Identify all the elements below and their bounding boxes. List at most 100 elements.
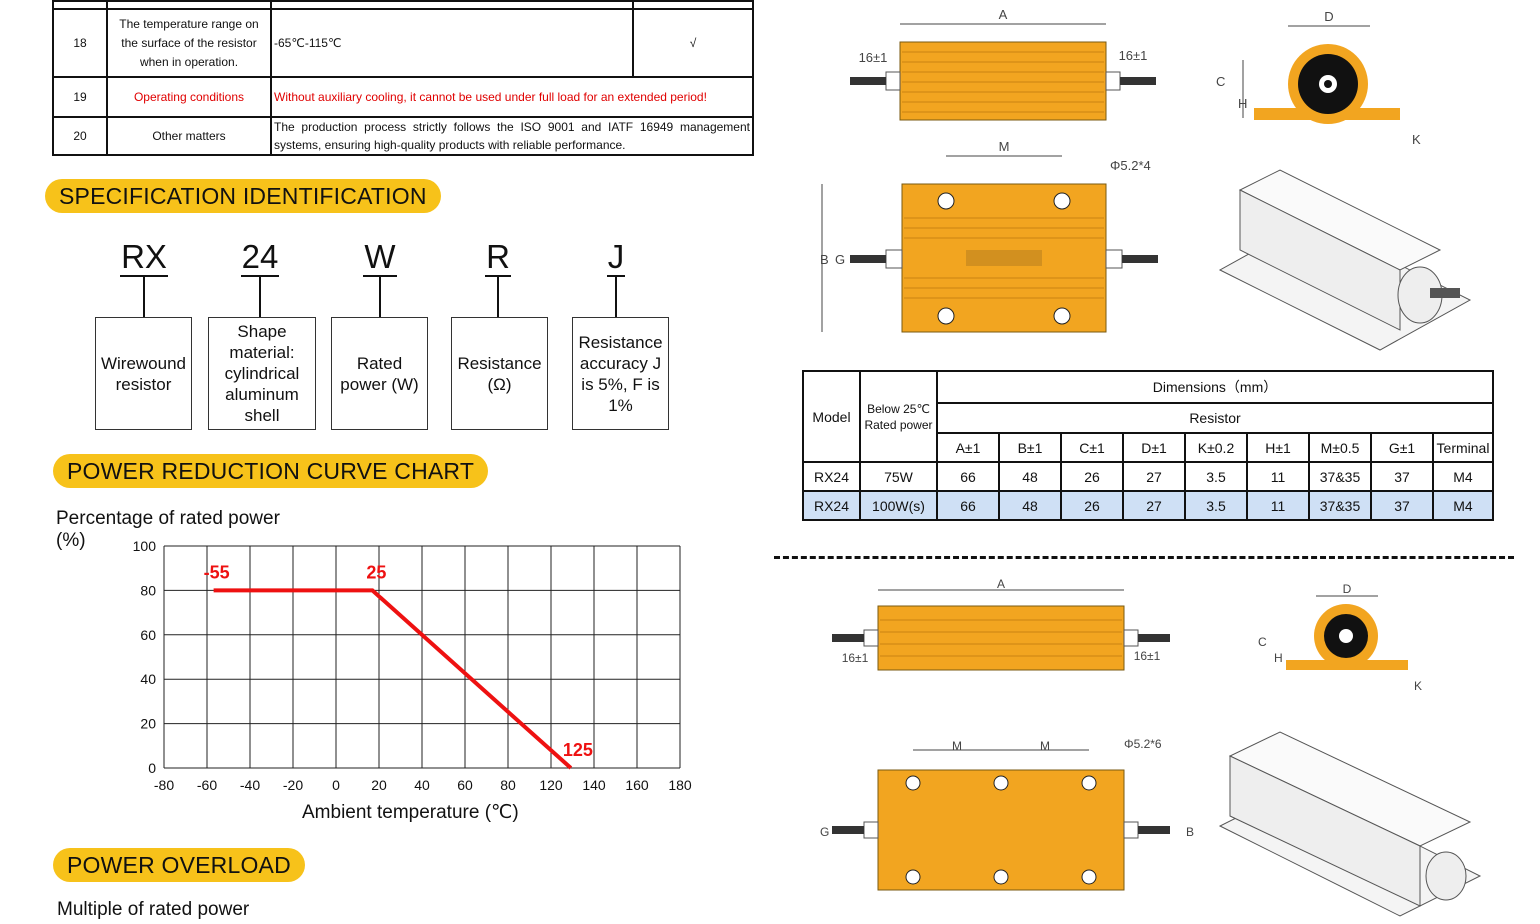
table-row: RX24 100W(s) 66 48 26 27 3.5 11 37&35 37… <box>802 490 1494 521</box>
resistor-side-view: A 16±1 16±1 <box>832 577 1170 671</box>
cell-value: M4 <box>1432 461 1494 492</box>
table-row: 18 The temperature range on the surface … <box>52 8 754 78</box>
overload-y-axis-label: Multiple of rated power <box>57 899 250 920</box>
cell-value: 3.5 <box>1184 490 1248 521</box>
cell-value: 37 <box>1370 461 1434 492</box>
dim-label: G <box>835 252 845 267</box>
cell-value: M4 <box>1432 490 1494 521</box>
x-tick-label: -40 <box>240 777 260 793</box>
dim-label: 16±1 <box>859 50 888 65</box>
dim-label: C <box>1216 74 1225 89</box>
data-label: 25 <box>366 562 386 582</box>
dim-label: 16±1 <box>1119 48 1148 63</box>
y-tick-label: 100 <box>133 538 157 554</box>
cell-value: 26 <box>1060 461 1124 492</box>
row-value: -65℃-115℃ <box>270 8 634 78</box>
x-tick-label: -80 <box>154 777 174 793</box>
cell-power: 100W(s) <box>859 490 938 521</box>
cell-value: 66 <box>936 461 1000 492</box>
cell-value: 37&35 <box>1308 490 1372 521</box>
drawing-top: A 16±1 16±1 D C H K M Φ5.2*4 <box>820 7 1472 351</box>
dim-label: M <box>1040 739 1050 753</box>
chart-y-axis-label: Percentage of rated power (%) <box>56 508 280 551</box>
row-item: The temperature range on the surface of … <box>106 8 272 78</box>
spec-table: 18 The temperature range on the surface … <box>52 0 754 156</box>
y-tick-label: 40 <box>140 671 156 687</box>
dim-label: D <box>1324 9 1333 24</box>
section-title-spec-id: SPECIFICATION IDENTIFICATION <box>45 179 441 213</box>
code-part: 24 <box>240 238 280 277</box>
dim-label: B <box>1186 825 1194 839</box>
section-title-power-curve: POWER REDUCTION CURVE CHART <box>53 454 489 488</box>
row-item: Operating conditions <box>106 76 272 118</box>
code-description: Wirewound resistor <box>95 317 192 430</box>
x-tick-label: 160 <box>625 777 649 793</box>
header-resistor: Resistor <box>936 402 1494 434</box>
resistor-end-view: D C H K <box>1216 9 1421 147</box>
connector-line <box>497 277 499 318</box>
dim-label: 16±1 <box>1134 649 1161 663</box>
dim-label: C <box>1258 635 1267 649</box>
x-tick-label: 0 <box>332 777 340 793</box>
column-header: K±0.2 <box>1184 432 1248 463</box>
x-tick-label: -20 <box>283 777 303 793</box>
derating-line <box>213 588 573 770</box>
column-header: G±1 <box>1370 432 1434 463</box>
y-tick-label: 20 <box>140 716 156 732</box>
cell-model: RX24 <box>802 490 861 521</box>
code-description: Resistance (Ω) <box>451 317 548 430</box>
connector-line <box>259 277 261 318</box>
dimensions-table: Model Below 25℃ Rated power Dimensions（m… <box>802 370 1494 521</box>
x-tick-label: 20 <box>371 777 387 793</box>
dim-label: M <box>999 139 1010 154</box>
row-number: 18 <box>52 8 108 78</box>
column-header: Terminal <box>1432 432 1494 463</box>
row-number: 20 <box>52 116 108 156</box>
code-part: RX <box>120 238 168 277</box>
cell-value: 37&35 <box>1308 461 1372 492</box>
code-description: Resistance accuracy J is 5%, F is 1% <box>572 317 669 430</box>
cell-value: 27 <box>1122 490 1186 521</box>
column-header: M±0.5 <box>1308 432 1372 463</box>
dim-label: G <box>820 825 829 839</box>
column-header: A±1 <box>936 432 1000 463</box>
cell-value: 48 <box>998 490 1062 521</box>
resistor-3d-view <box>1218 731 1482 917</box>
x-tick-label: -60 <box>197 777 217 793</box>
x-tick-label: 80 <box>500 777 516 793</box>
table-row: RX24 75W 66 48 26 27 3.5 11 37&35 37 M4 <box>802 461 1494 492</box>
code-description: Rated power (W) <box>331 317 428 430</box>
code-description: Shape material: cylindrical aluminum she… <box>208 317 316 430</box>
row-value: Without auxiliary cooling, it cannot be … <box>270 76 754 118</box>
dim-label: A <box>997 577 1005 591</box>
resistor-end-view: D C H K <box>1258 582 1422 693</box>
cell-value: 26 <box>1060 490 1124 521</box>
column-header: B±1 <box>998 432 1062 463</box>
section-divider <box>774 556 1514 559</box>
dim-label: Φ5.2*6 <box>1124 737 1162 751</box>
dim-label: Φ5.2*4 <box>1110 158 1151 173</box>
cell-value: 66 <box>936 490 1000 521</box>
y-tick-label: 60 <box>140 627 156 643</box>
cell-model: RX24 <box>802 461 861 492</box>
column-header: C±1 <box>1060 432 1124 463</box>
dim-label: M <box>952 739 962 753</box>
code-part: J <box>606 238 626 277</box>
code-part: W <box>363 238 397 277</box>
y-tick-label: 80 <box>140 582 156 598</box>
header-power: Below 25℃ Rated power <box>859 370 938 463</box>
x-tick-label: 60 <box>457 777 473 793</box>
dim-label: B <box>820 252 829 267</box>
table-row: 20 Other matters The production process … <box>52 116 754 156</box>
cell-power: 75W <box>859 461 938 492</box>
resistor-top-view: M M Φ5.2*6 G B <box>820 737 1194 891</box>
x-tick-label: 40 <box>414 777 430 793</box>
header-dimensions: Dimensions（mm） <box>936 370 1494 404</box>
code-part: R <box>485 238 511 277</box>
x-tick-label: 180 <box>668 777 692 793</box>
resistor-top-view: M Φ5.2*4 B G <box>820 139 1158 333</box>
cell-value: 37 <box>1370 490 1434 521</box>
dim-label: H <box>1238 96 1247 111</box>
chart-x-axis-label: Ambient temperature (℃) <box>302 802 519 823</box>
table-row: 19 Operating conditions Without auxiliar… <box>52 76 754 118</box>
